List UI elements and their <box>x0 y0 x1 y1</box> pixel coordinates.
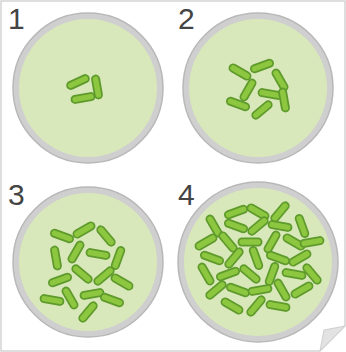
dish-number: 3 <box>8 180 25 210</box>
dish-number: 4 <box>178 180 195 210</box>
dish-number: 1 <box>8 4 25 34</box>
dish-number: 2 <box>178 4 195 34</box>
